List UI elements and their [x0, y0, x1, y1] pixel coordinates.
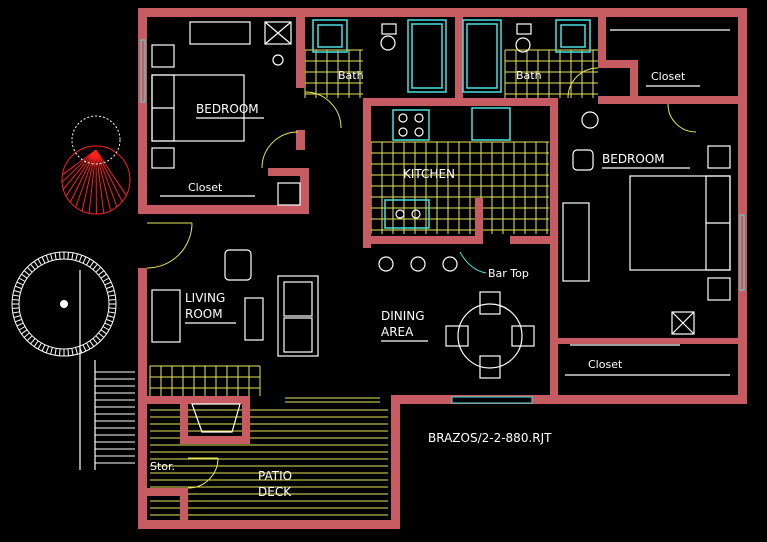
site-features [11, 115, 135, 470]
furniture [151, 19, 731, 433]
bar-top-leader [459, 251, 487, 274]
room-label-closet-top-right: Closet [651, 70, 686, 83]
room-label-living-1: LIVING [185, 291, 225, 305]
room-label-patio-2: DECK [258, 485, 292, 499]
room-label-patio-1: PATIO [258, 469, 292, 483]
bath-left-tile [304, 49, 363, 98]
room-label-bedroom-right: BEDROOM [602, 152, 665, 166]
room-label-closet-left: Closet [188, 181, 223, 194]
door-swings [146, 67, 697, 489]
walls [138, 8, 747, 529]
room-label-kitchen: KITCHEN [403, 167, 455, 181]
room-label-bedroom-left: BEDROOM [196, 102, 259, 116]
kitchen-tile [370, 141, 549, 234]
fireplace-hearth-tile [149, 365, 261, 396]
room-label-closet-bottom-right: Closet [588, 358, 623, 371]
labels: BEDROOM Bath Bath Closet KITCHEN BEDROOM… [150, 69, 700, 499]
room-label-dining-2: AREA [381, 325, 414, 339]
drawing-title: BRAZOS/2-2-880.RJT [428, 431, 552, 445]
patio-deck-planks [150, 409, 388, 516]
bar-top-annotation: Bar Top [488, 267, 529, 280]
room-label-living-2: ROOM [185, 307, 223, 321]
room-label-bath-right: Bath [516, 69, 542, 82]
room-label-storage: Stor. [150, 460, 175, 473]
room-label-dining-1: DINING [381, 309, 425, 323]
room-label-bath-left: Bath [338, 69, 364, 82]
windows [140, 39, 745, 404]
